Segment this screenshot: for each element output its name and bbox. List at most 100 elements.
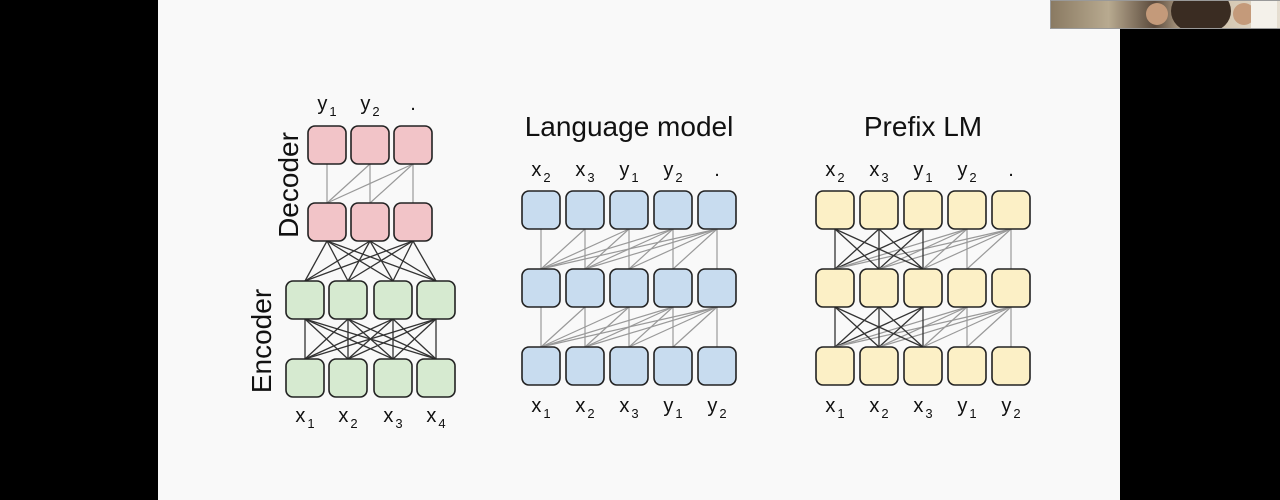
prefix-token-box bbox=[991, 346, 1031, 386]
prefix-token-box bbox=[859, 190, 899, 230]
prefix-token-box bbox=[903, 190, 943, 230]
encoder-bottom-box bbox=[373, 358, 413, 398]
encoder-top-box bbox=[328, 280, 368, 320]
cross-attention-edge bbox=[304, 240, 328, 282]
prefix-bidirectional-edge bbox=[834, 306, 924, 348]
encoder-top-box bbox=[373, 280, 413, 320]
decoder-output-token: . bbox=[410, 93, 416, 115]
cross-attention-edge bbox=[326, 240, 437, 282]
prefix-lm-title: Prefix LM bbox=[864, 111, 982, 142]
lm-token-box bbox=[653, 268, 693, 308]
webcam-window bbox=[1251, 1, 1277, 28]
lm-causal-edge bbox=[628, 228, 674, 270]
lm-output-token: . bbox=[714, 159, 720, 181]
encoder-top-box bbox=[285, 280, 325, 320]
language-model-title: Language model bbox=[525, 111, 734, 142]
lm-token-box bbox=[697, 190, 737, 230]
prefix-bidirectional-edge bbox=[878, 228, 924, 270]
prefix-token-box bbox=[859, 268, 899, 308]
lm-causal-edge bbox=[584, 306, 630, 348]
encoder-edge bbox=[392, 318, 437, 360]
lm-causal-edge bbox=[540, 228, 586, 270]
prefix-token-box bbox=[903, 268, 943, 308]
prefix-causal-edge bbox=[922, 228, 968, 270]
encoder-edge bbox=[304, 318, 349, 360]
decoder-top-box bbox=[393, 125, 433, 165]
prefix-token-box bbox=[815, 346, 855, 386]
decoder-bottom-box bbox=[350, 202, 390, 242]
slide bbox=[158, 0, 1120, 500]
webcam-thumbnail[interactable] bbox=[1050, 0, 1280, 29]
encoder-bottom-box bbox=[328, 358, 368, 398]
decoder-causal-edge bbox=[326, 163, 371, 204]
lm-token-box bbox=[565, 268, 605, 308]
lm-token-box bbox=[653, 346, 693, 386]
prefix-bidirectional-edge bbox=[834, 306, 880, 348]
lm-token-box bbox=[521, 190, 561, 230]
lm-token-box bbox=[609, 190, 649, 230]
decoder-bottom-box bbox=[393, 202, 433, 242]
prefix-token-box bbox=[815, 190, 855, 230]
lm-token-box bbox=[609, 346, 649, 386]
decoder-top-box bbox=[350, 125, 390, 165]
cross-attention-edge bbox=[412, 240, 437, 282]
prefix-bidirectional-edge bbox=[834, 228, 880, 270]
encoder-edge bbox=[304, 318, 394, 360]
lm-token-box bbox=[565, 190, 605, 230]
prefix-token-box bbox=[859, 346, 899, 386]
lm-causal-edge bbox=[672, 228, 718, 270]
prefix-token-box bbox=[991, 268, 1031, 308]
token-boxes bbox=[285, 125, 1031, 398]
prefix-causal-edge bbox=[922, 306, 968, 348]
cross-attention-edge bbox=[326, 240, 349, 282]
prefix-token-box bbox=[947, 346, 987, 386]
encoder-edge bbox=[304, 318, 437, 360]
prefix-bidirectional-edge bbox=[878, 306, 924, 348]
prefix-token-box bbox=[947, 268, 987, 308]
lm-token-box bbox=[521, 268, 561, 308]
lm-token-box bbox=[697, 268, 737, 308]
encoder-top-box bbox=[416, 280, 456, 320]
encoder-edge bbox=[347, 318, 437, 360]
webcam-hand-right bbox=[1233, 3, 1255, 25]
lm-token-box bbox=[697, 346, 737, 386]
lm-token-box bbox=[653, 190, 693, 230]
lm-causal-edge bbox=[672, 306, 718, 348]
decoder-causal-edge bbox=[369, 163, 414, 204]
prefix-token-box bbox=[947, 190, 987, 230]
lm-causal-edge bbox=[540, 306, 586, 348]
cross-attention-edge bbox=[369, 240, 437, 282]
prefix-output-token: . bbox=[1008, 159, 1014, 181]
prefix-causal-edge bbox=[966, 306, 1012, 348]
encoder-bottom-box bbox=[285, 358, 325, 398]
lm-causal-edge bbox=[584, 228, 630, 270]
encoder-label: Encoder bbox=[246, 289, 277, 393]
lm-causal-edge bbox=[628, 306, 674, 348]
lm-token-box bbox=[609, 268, 649, 308]
prefix-bidirectional-edge bbox=[834, 228, 924, 270]
prefix-token-box bbox=[815, 268, 855, 308]
webcam-hand-left bbox=[1146, 3, 1168, 25]
